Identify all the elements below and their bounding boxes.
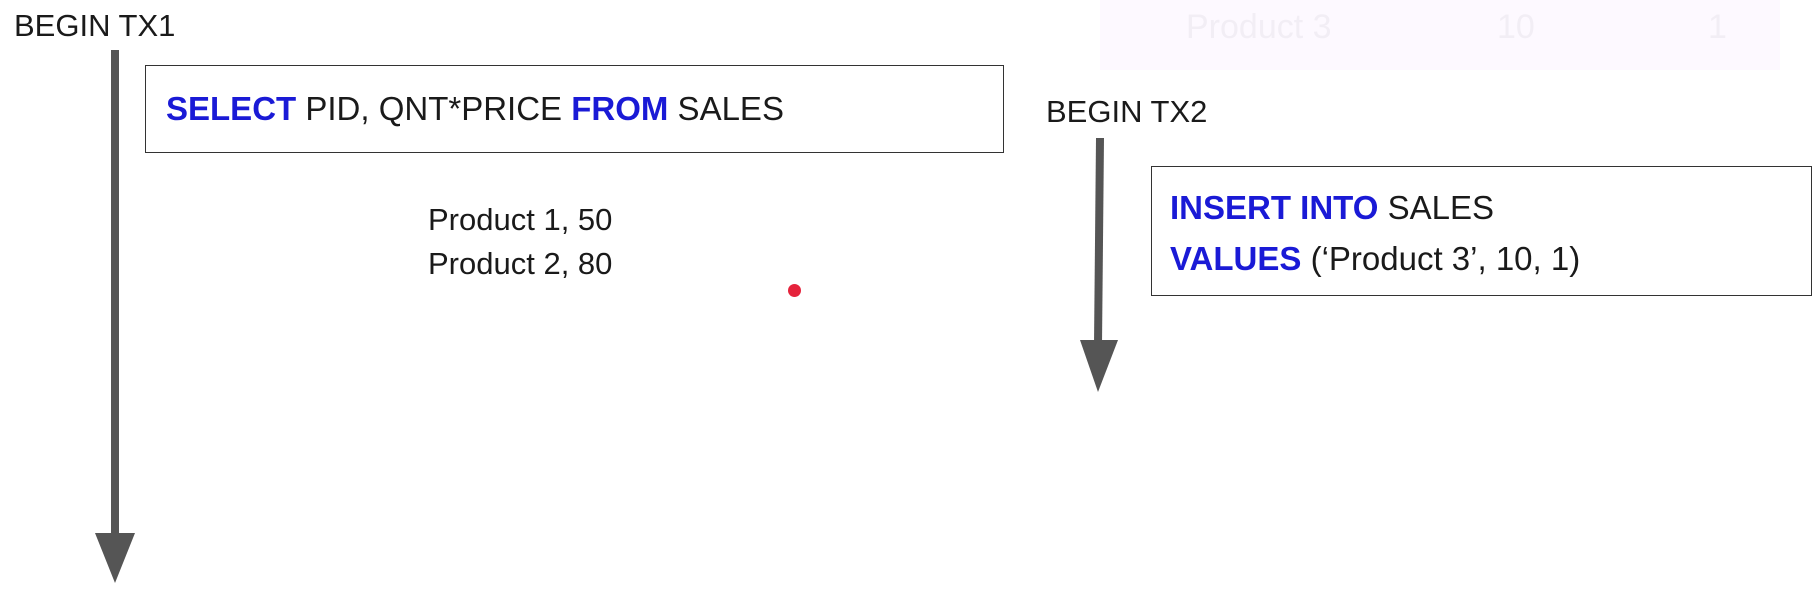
faded-cell-quantity: 10 xyxy=(1497,8,1535,46)
tx2-insert-query-box: INSERT INTO SALES VALUES (‘Product 3’, 1… xyxy=(1151,166,1812,296)
tx2-values-line: VALUES (‘Product 3’, 10, 1) xyxy=(1170,240,1580,278)
select-keyword: SELECT xyxy=(166,90,297,127)
tx2-label: BEGIN TX2 xyxy=(1046,94,1208,129)
tx1-timeline-arrow xyxy=(95,50,135,583)
select-table: SALES xyxy=(668,90,784,127)
faded-table-row: Product 3 10 1 xyxy=(1100,0,1780,70)
tx1-result-row: Product 1, 50 xyxy=(428,202,613,237)
values-keyword: VALUES xyxy=(1170,240,1302,277)
select-columns: PID, QNT*PRICE xyxy=(296,90,572,127)
tx2-insert-line: INSERT INTO SALES xyxy=(1170,189,1494,227)
insert-values: (‘Product 3’, 10, 1) xyxy=(1301,240,1581,277)
tx1-label: BEGIN TX1 xyxy=(14,8,176,43)
tx1-select-query: SELECT PID, QNT*PRICE FROM SALES xyxy=(166,90,784,128)
faded-cell-price: 1 xyxy=(1708,8,1727,46)
tx1-select-query-box: SELECT PID, QNT*PRICE FROM SALES xyxy=(145,65,1004,153)
insert-table: SALES xyxy=(1378,189,1494,226)
from-keyword: FROM xyxy=(571,90,669,127)
insert-into-keyword: INSERT INTO xyxy=(1170,189,1379,226)
laser-pointer-dot xyxy=(788,284,801,297)
faded-cell-product: Product 3 xyxy=(1186,8,1332,46)
tx2-timeline-arrow xyxy=(1080,137,1118,392)
tx1-result-row: Product 2, 80 xyxy=(428,246,613,281)
